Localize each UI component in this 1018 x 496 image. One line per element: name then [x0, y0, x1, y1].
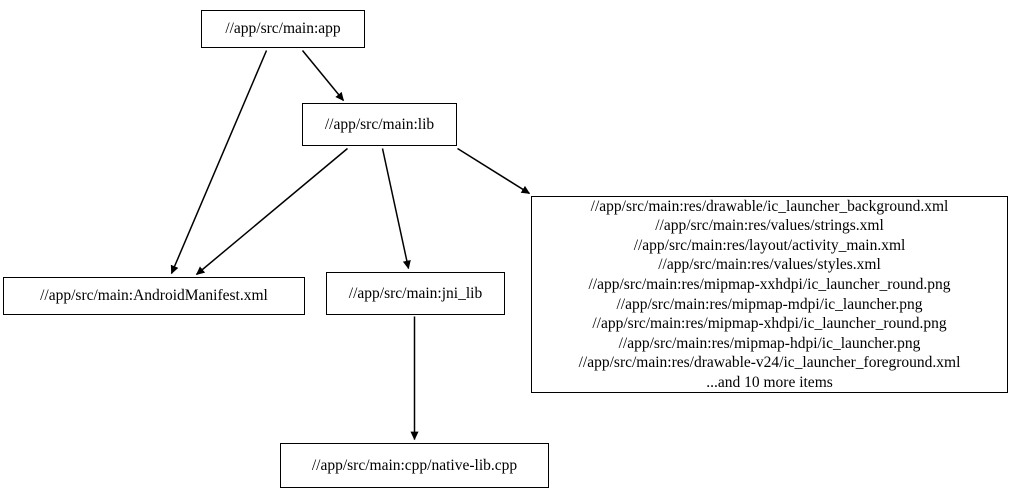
graph-node-android-manifest-label: //app/src/main:AndroidManifest.xml	[40, 287, 268, 305]
graph-node-lib[interactable]: //app/src/main:lib	[302, 103, 457, 146]
graph-node-native-lib-cpp-label: //app/src/main:cpp/native-lib.cpp	[311, 456, 518, 474]
graph-node-native-lib-cpp[interactable]: //app/src/main:cpp/native-lib.cpp	[280, 443, 549, 488]
graph-node-android-manifest[interactable]: //app/src/main:AndroidManifest.xml	[3, 277, 305, 315]
edge-lib-to-res-bundle	[457, 147, 531, 195]
graph-node-jni-lib[interactable]: //app/src/main:jni_lib	[326, 272, 505, 315]
graph-node-lib-label: //app/src/main:lib	[324, 115, 435, 133]
edge-lib-to-jni-lib	[381, 148, 411, 270]
graph-node-jni-lib-label: //app/src/main:jni_lib	[348, 284, 483, 302]
graph-node-res-bundle-label: //app/src/main:res/drawable/ic_launcher_…	[578, 197, 961, 391]
graph-node-res-bundle[interactable]: //app/src/main:res/drawable/ic_launcher_…	[531, 196, 1008, 393]
edge-app-to-manifest	[170, 50, 268, 275]
graph-node-app-label: //app/src/main:app	[225, 20, 341, 38]
edge-lib-to-manifest	[195, 147, 348, 276]
graph-node-app[interactable]: //app/src/main:app	[201, 10, 365, 48]
edge-app-to-lib	[301, 50, 345, 102]
